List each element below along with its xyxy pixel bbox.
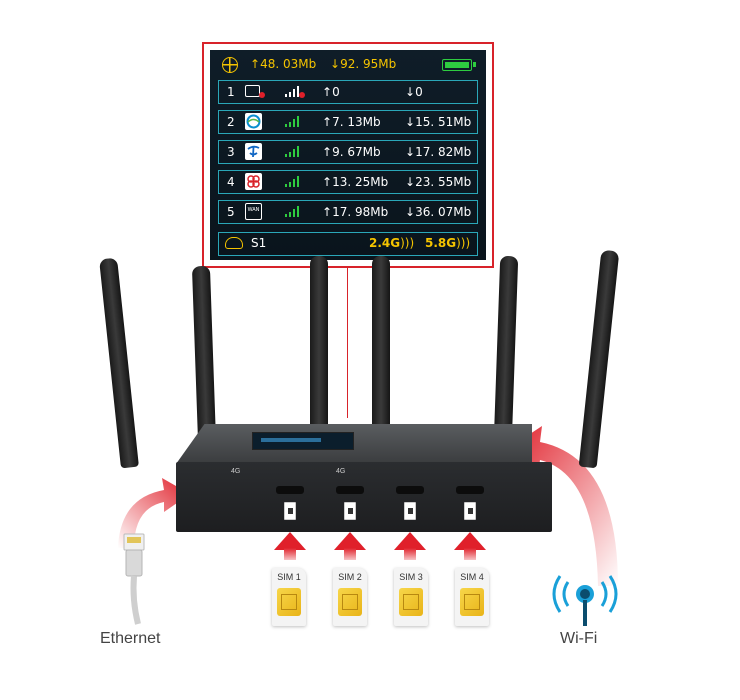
sim-chip-icon — [338, 588, 362, 616]
battery-icon — [442, 59, 476, 71]
row-upload: ↑9. 67Mb — [322, 145, 381, 159]
row-download: ↓17. 82Mb — [405, 145, 472, 159]
total-upload: ↑48. 03Mb — [250, 57, 317, 71]
router-top-panel — [176, 424, 532, 464]
sim-1-insert-arrow — [274, 532, 306, 560]
sim-chip-icon — [460, 588, 484, 616]
signal-icon — [285, 115, 303, 127]
sim-slot-icon — [344, 502, 356, 520]
sim-slot-icon — [464, 502, 476, 520]
signal-icon — [285, 85, 303, 97]
row-download: ↓36. 07Mb — [405, 205, 472, 219]
sim-chip-icon — [399, 588, 423, 616]
screen-callout: ↑48. 03Mb ↓92. 95Mb 1 ↑0 ↓0 2 ↑7. 13Mb ↓… — [202, 42, 494, 268]
wan-port-icon: WAN — [245, 203, 262, 220]
sim-slot-icon — [404, 502, 416, 520]
signal-icon — [285, 175, 303, 187]
sim-slot-icon — [284, 502, 296, 520]
callout-connector-line — [347, 268, 348, 418]
row-upload: ↑13. 25Mb — [322, 175, 389, 189]
globe-icon — [222, 57, 238, 73]
wifi-icon — [552, 575, 618, 626]
sim-2-insert-arrow — [334, 532, 366, 560]
sim-card-label: SIM 3 — [399, 572, 423, 582]
row-number: 5 — [227, 205, 235, 219]
cloud-server-icon — [225, 237, 243, 249]
signal-icon — [285, 145, 303, 157]
wifi-caption: Wi-Fi — [560, 630, 598, 647]
sim-card-3: SIM 3 — [394, 568, 428, 626]
row-number: 2 — [227, 115, 235, 129]
antenna-1 — [99, 257, 139, 469]
lcd-screen: ↑48. 03Mb ↓92. 95Mb 1 ↑0 ↓0 2 ↑7. 13Mb ↓… — [210, 50, 486, 260]
signal-icon — [285, 205, 303, 217]
sim-slot-1 — [276, 486, 304, 494]
screen-status-bar: ↑48. 03Mb ↓92. 95Mb — [216, 54, 480, 76]
sim-slot-2 — [336, 486, 364, 494]
sim-card-label: SIM 1 — [277, 572, 301, 582]
error-dot-icon — [259, 92, 265, 98]
sim-card-label: SIM 4 — [460, 572, 484, 582]
row-download: ↓15. 51Mb — [405, 115, 472, 129]
band-5g8: 5.8G))) — [425, 236, 471, 250]
sim-4-insert-arrow — [454, 532, 486, 560]
sim-card-1: SIM 1 — [272, 568, 306, 626]
total-download: ↓92. 95Mb — [330, 57, 397, 71]
china-mobile-logo-icon — [245, 113, 262, 130]
row-number: 1 — [227, 85, 235, 99]
china-unicom-logo-icon — [245, 173, 262, 190]
antenna-port-label: 4G — [336, 468, 346, 475]
row-number: 3 — [227, 145, 235, 159]
china-telecom-logo-icon — [245, 143, 262, 160]
sim-card-2: SIM 2 — [333, 568, 367, 626]
router-lcd — [252, 432, 354, 450]
ethernet-flow-arrow — [118, 478, 190, 548]
server-name: S1 — [251, 236, 267, 250]
sim-row-1: 1 ↑0 ↓0 — [218, 80, 478, 104]
band-2g4: 2.4G))) — [369, 236, 415, 250]
sim-card-label: SIM 2 — [338, 572, 362, 582]
row-upload: ↑17. 98Mb — [322, 205, 389, 219]
signal-error-icon — [299, 92, 305, 98]
sim-row-2: 2 ↑7. 13Mb ↓15. 51Mb — [218, 110, 478, 134]
no-sim-icon — [245, 85, 260, 97]
screen-bottom-bar: S1 2.4G))) 5.8G))) — [218, 232, 478, 256]
sim-card-4: SIM 4 — [455, 568, 489, 626]
sim-row-5: 5 WAN ↑17. 98Mb ↓36. 07Mb — [218, 200, 478, 224]
sim-3-insert-arrow — [394, 532, 426, 560]
antenna-port-label: 4G — [231, 468, 241, 475]
router-body — [176, 462, 552, 532]
row-upload: ↑7. 13Mb — [322, 115, 381, 129]
row-number: 4 — [227, 175, 235, 189]
sim-row-3: 3 ↑9. 67Mb ↓17. 82Mb — [218, 140, 478, 164]
ethernet-caption: Ethernet — [100, 630, 161, 647]
ethernet-cable-icon — [123, 533, 145, 625]
sim-slot-4 — [456, 486, 484, 494]
row-download: ↓23. 55Mb — [405, 175, 472, 189]
row-upload: ↑0 — [322, 85, 340, 99]
sim-row-4: 4 ↑13. 25Mb ↓23. 55Mb — [218, 170, 478, 194]
sim-chip-icon — [277, 588, 301, 616]
sim-slot-3 — [396, 486, 424, 494]
row-download: ↓0 — [405, 85, 423, 99]
